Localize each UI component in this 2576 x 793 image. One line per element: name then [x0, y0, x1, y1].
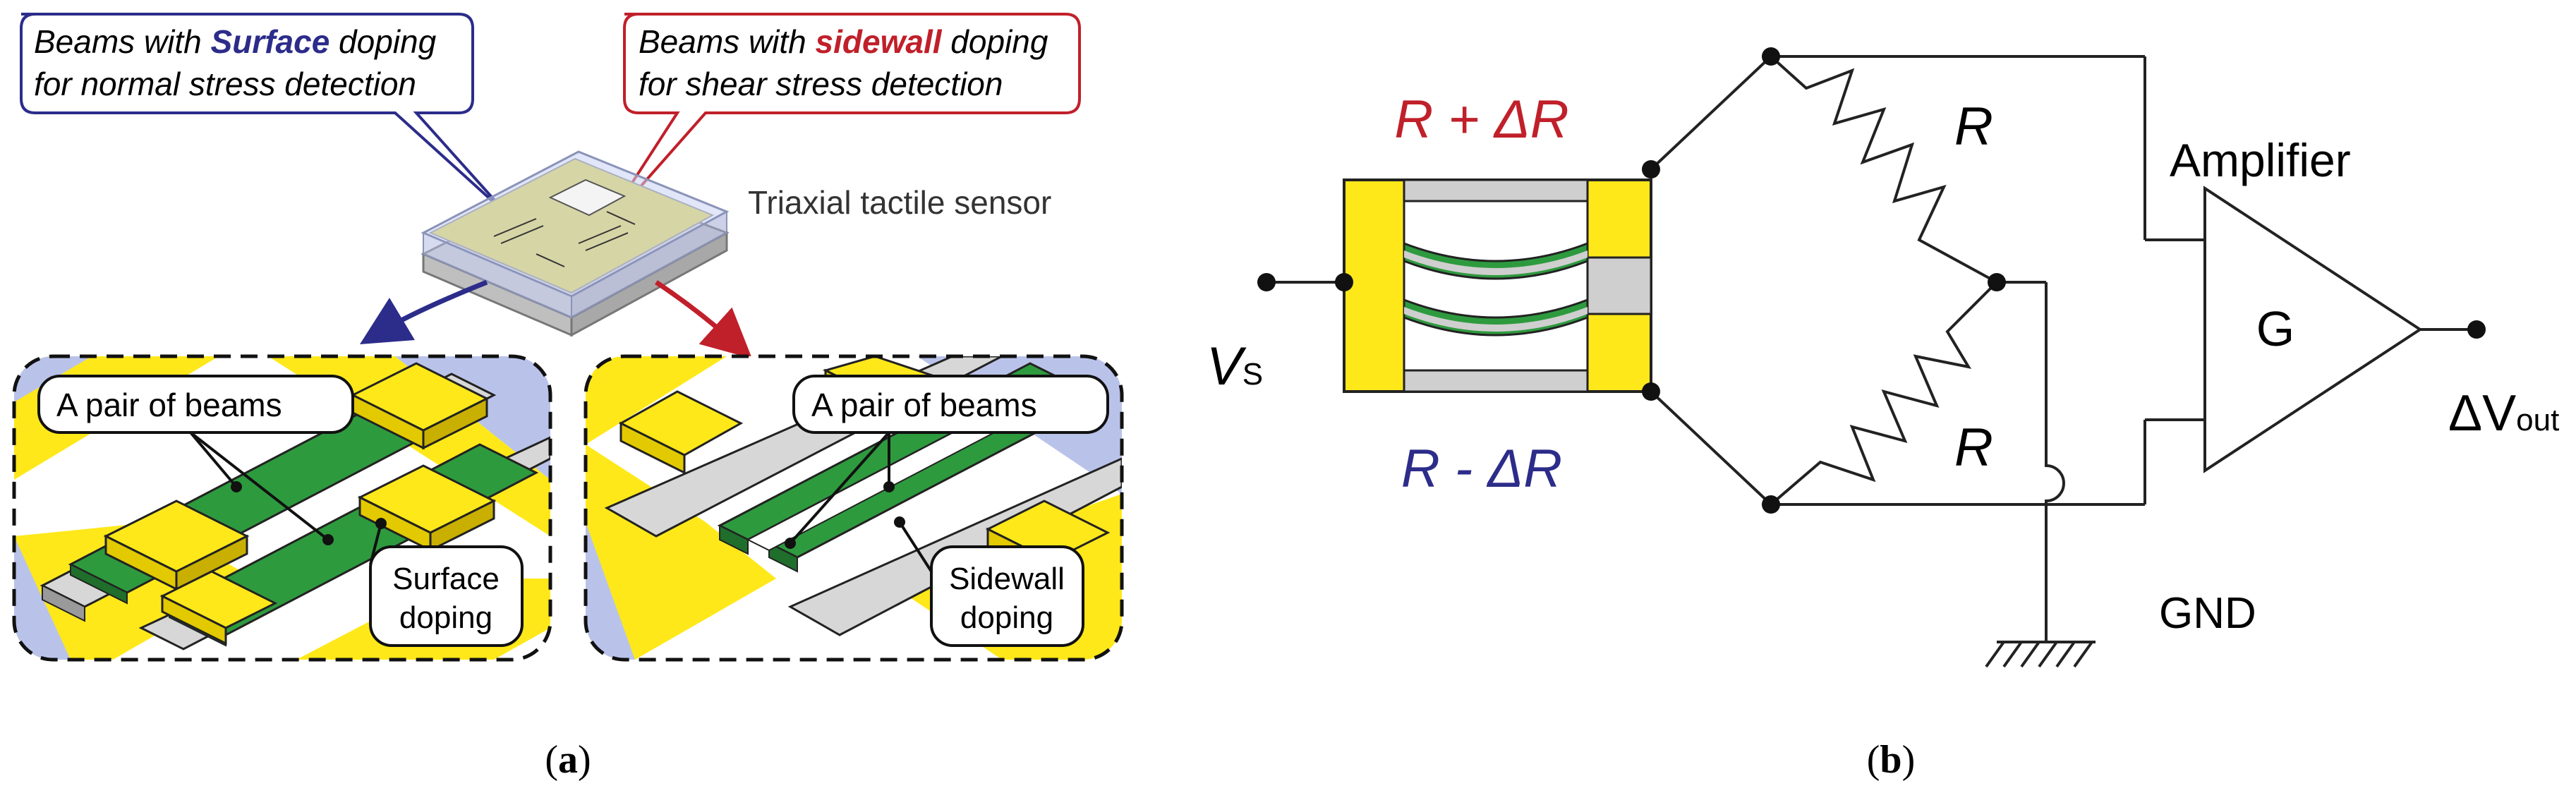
label-r-bottom: R — [1954, 418, 1993, 478]
sidewall-doping-label: Sidewall doping — [930, 545, 1084, 647]
surface-callout-line1: Beams with Surface doping — [34, 23, 437, 60]
surface-callout-line2: for normal stress detection — [34, 66, 416, 102]
blue-arrow — [359, 279, 488, 345]
svg-text:doping: doping — [399, 600, 492, 635]
svg-text:A pair of beams: A pair of beams — [56, 387, 282, 423]
resistor-top — [1770, 55, 1997, 284]
sidewall-callout-line1: Beams with sidewall doping — [639, 23, 1048, 60]
svg-text:A pair of beams: A pair of beams — [811, 387, 1037, 423]
sensor-label: Triaxial tactile sensor — [748, 184, 1051, 221]
label-r-top: R — [1954, 97, 1993, 157]
beam-element — [1343, 178, 1652, 393]
bridge-bottom-left — [1650, 390, 1772, 506]
gnd-label: GND — [2159, 589, 2256, 638]
junction-dots — [1257, 47, 2486, 514]
svg-text:Surface: Surface — [392, 562, 500, 596]
left-pair-label: A pair of beams — [37, 375, 354, 434]
bridge-top-left — [1650, 55, 1772, 171]
amplifier-triangle — [2203, 186, 2423, 473]
gain-label: G — [2256, 301, 2294, 356]
resistor-bottom — [1770, 281, 1998, 506]
amplifier-label: Amplifier — [2170, 134, 2351, 186]
panel-b — [1266, 55, 2477, 668]
right-detail: A pair of beams Sidewall doping — [583, 354, 1124, 662]
right-pair-label: A pair of beams — [792, 375, 1109, 434]
left-detail: A pair of beams Surface doping — [12, 354, 552, 662]
ground-hatch — [1985, 641, 2093, 668]
label-r-plus: R + ΔR — [1394, 90, 1568, 150]
red-arrow — [655, 280, 753, 359]
sensor-chip: Triaxial tactile sensor — [421, 150, 1051, 337]
svg-text:Sidewall: Sidewall — [949, 562, 1065, 596]
panel-a: Beams with Surface doping for normal str… — [12, 13, 1124, 782]
svg-text:doping: doping — [960, 600, 1053, 635]
caption-b: (b) — [1867, 738, 1915, 782]
label-r-minus: R - ΔR — [1401, 439, 1562, 499]
surface-doping-label: Surface doping — [369, 545, 524, 647]
surface-callout: Beams with Surface doping for normal str… — [20, 13, 509, 217]
caption-a: (a) — [545, 738, 591, 782]
sidewall-callout-line2: for shear stress detection — [639, 66, 1003, 102]
sidewall-callout: Beams with sidewall doping for shear str… — [598, 13, 1081, 234]
label-vs: VS — [1207, 337, 1263, 396]
output-label: ΔVout — [2448, 385, 2559, 442]
